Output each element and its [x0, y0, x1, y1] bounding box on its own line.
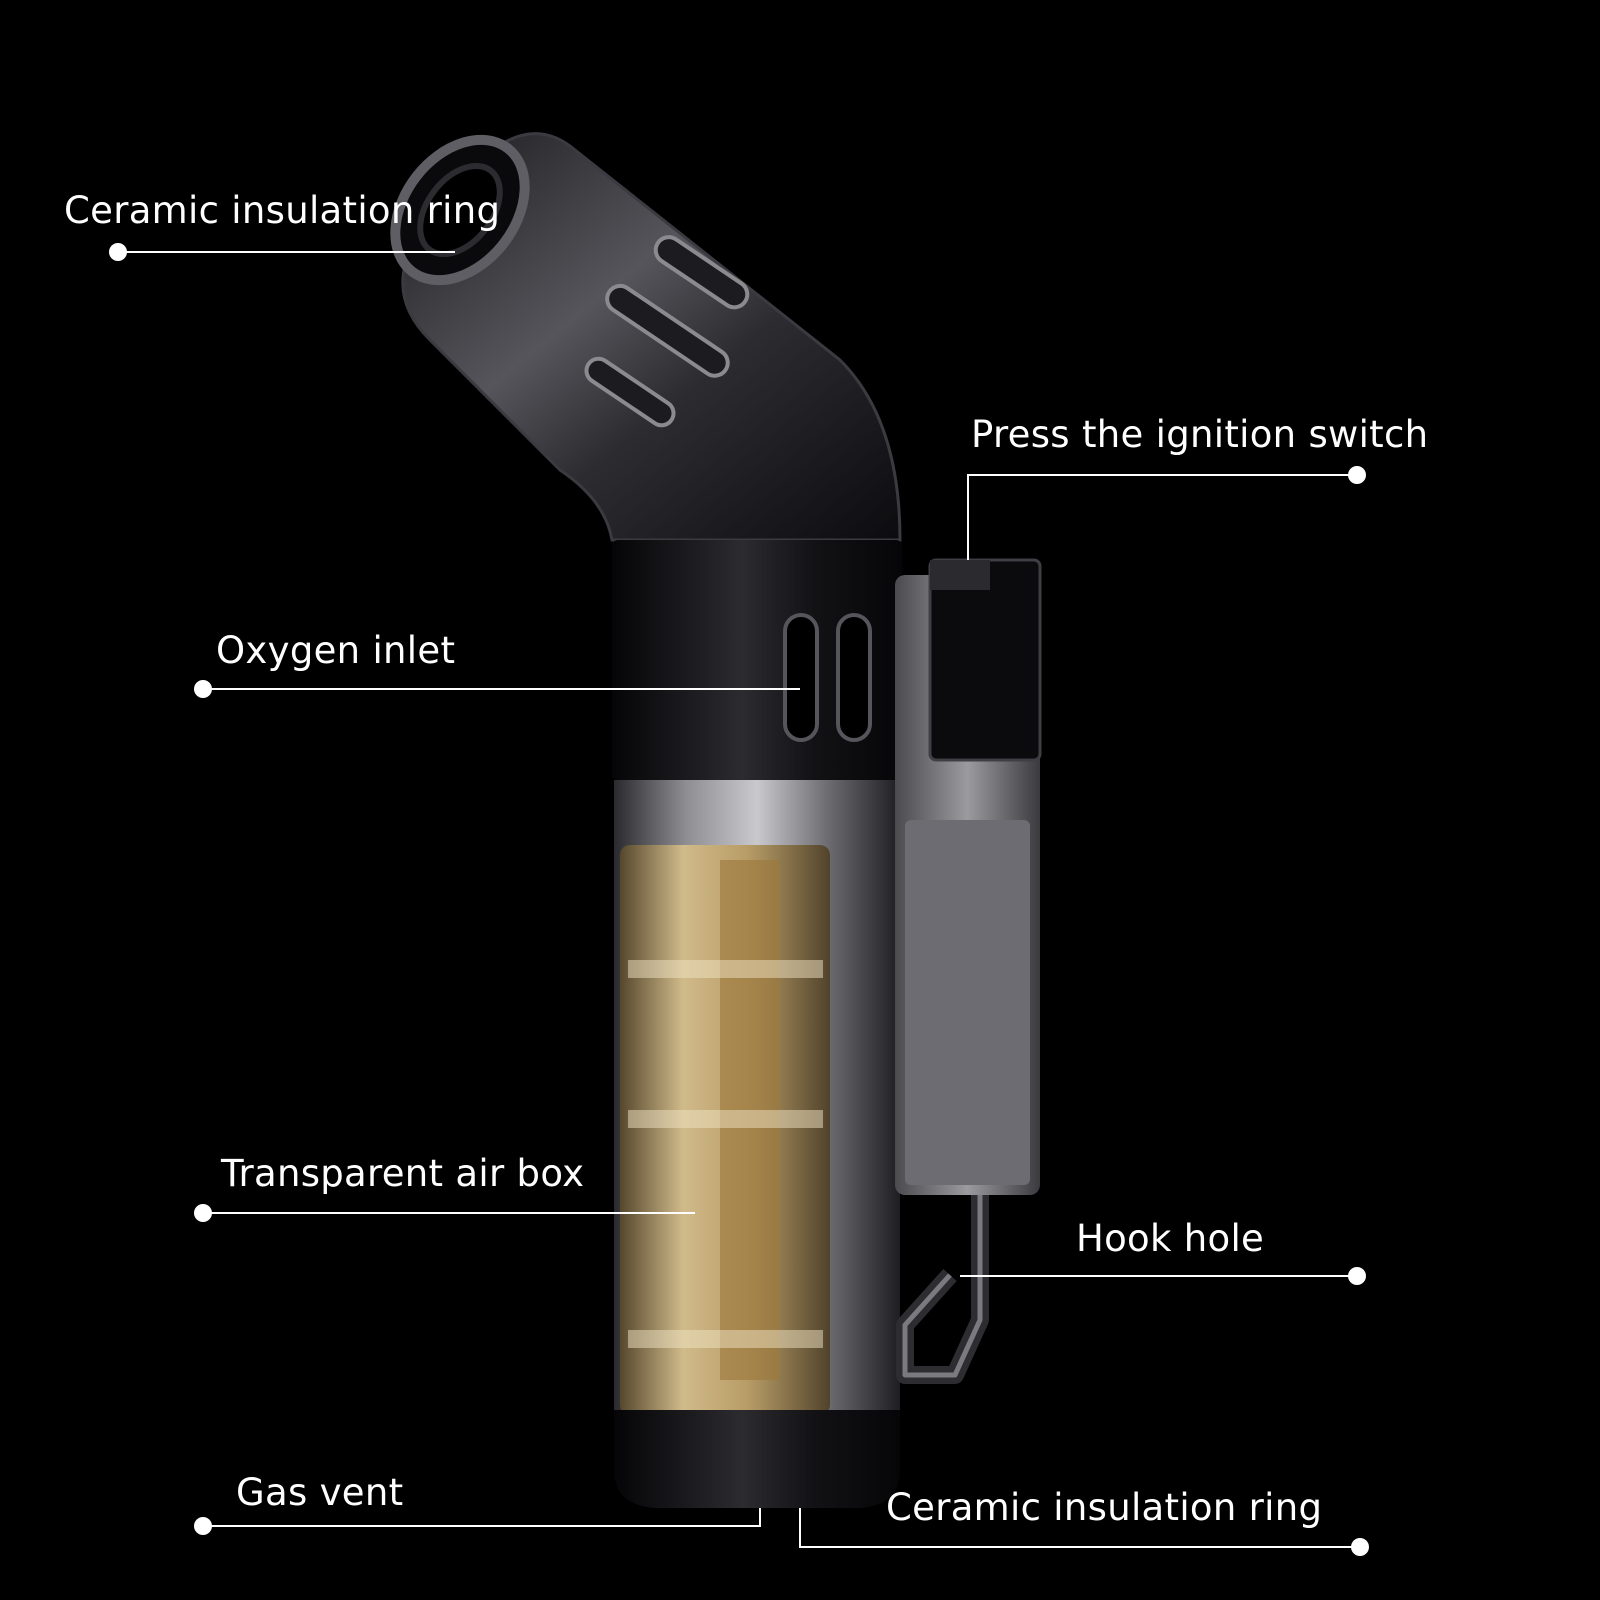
label-oxygen-inlet: Oxygen inlet: [216, 629, 456, 672]
bottom-cap: [614, 1410, 900, 1508]
label-ceramic-ring-bottom: Ceramic insulation ring: [886, 1486, 1323, 1529]
neck-slot-2: [605, 283, 730, 378]
ignition-grip: [930, 560, 990, 590]
hook-loop-highlight: [902, 1195, 983, 1378]
callout-dots: [109, 243, 1369, 1556]
dot-gasvent: [194, 1517, 212, 1535]
nozzle-inner: [417, 162, 503, 258]
neck-slot-3: [584, 356, 676, 428]
dot-ignition: [1348, 466, 1366, 484]
fuel-band-3: [628, 1330, 823, 1348]
fuel-band-1: [628, 960, 823, 978]
leader-ceramic-bottom: [799, 1508, 1360, 1548]
leader-lines: [118, 251, 1360, 1548]
neck-slot-1: [653, 235, 750, 310]
oxygen-slot-1: [783, 613, 819, 742]
dot-oxygen: [194, 680, 212, 698]
label-gas-vent: Gas vent: [236, 1471, 404, 1514]
label-transparent-air-box: Transparent air box: [221, 1152, 585, 1195]
label-ignition-switch: Press the ignition switch: [971, 413, 1429, 456]
oxygen-slot-2: [836, 613, 872, 742]
dot-airbox: [194, 1204, 212, 1222]
metal-ring: [614, 780, 900, 840]
torch-lighter: [390, 132, 1042, 1508]
leader-gasvent: [203, 1508, 761, 1527]
side-housing-inset: [905, 820, 1030, 1185]
dot-hook: [1348, 1267, 1366, 1285]
label-ceramic-ring-top: Ceramic insulation ring: [64, 189, 501, 232]
upper-barrel: [612, 540, 902, 780]
dot-ceramic-top: [109, 243, 127, 261]
fuel-band-2: [628, 1110, 823, 1128]
dot-ceramic-bottom: [1351, 1538, 1369, 1556]
leader-ignition: [967, 474, 1357, 560]
label-hook-hole: Hook hole: [1076, 1217, 1265, 1260]
